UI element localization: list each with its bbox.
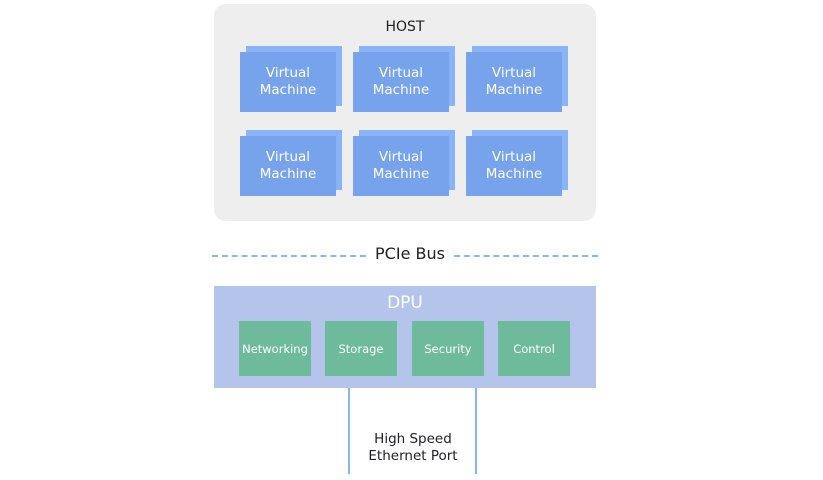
- vm-label-line2: Machine: [372, 166, 430, 182]
- virtual-machine: Virtual Machine: [353, 46, 455, 112]
- pcie-bus-line-right: [454, 255, 598, 257]
- vm-label-line2: Machine: [259, 166, 317, 182]
- vm-label-line2: Machine: [485, 166, 543, 182]
- vm-box: Virtual Machine: [240, 136, 336, 196]
- host-title: HOST: [385, 19, 425, 35]
- vm-box: Virtual Machine: [466, 52, 562, 112]
- pcie-bus-line-left: [212, 255, 366, 257]
- dpu-function-storage: Storage: [325, 321, 397, 376]
- vm-label-line1: Virtual: [378, 65, 424, 81]
- vm-label-line1: Virtual: [378, 149, 424, 165]
- port-label-line2: Ethernet Port: [368, 448, 458, 464]
- vm-label-line1: Virtual: [265, 65, 311, 81]
- virtual-machine: Virtual Machine: [466, 46, 568, 112]
- vm-label-line1: Virtual: [491, 149, 537, 165]
- ethernet-port-label: High Speed Ethernet Port: [352, 431, 474, 465]
- port-connector-left: [348, 388, 350, 474]
- vm-label-line2: Machine: [259, 82, 317, 98]
- virtual-machine: Virtual Machine: [353, 130, 455, 196]
- dpu-title: DPU: [387, 293, 423, 313]
- dpu-container: DPU Networking Storage Security Control: [214, 286, 596, 388]
- port-connector-right: [475, 388, 477, 474]
- vm-box: Virtual Machine: [240, 52, 336, 112]
- virtual-machine: Virtual Machine: [240, 130, 342, 196]
- dpu-function-control: Control: [498, 321, 570, 376]
- dpu-function-security: Security: [412, 321, 484, 376]
- vm-box: Virtual Machine: [353, 136, 449, 196]
- vm-label-line1: Virtual: [491, 65, 537, 81]
- port-label-line1: High Speed: [374, 431, 452, 447]
- vm-box: Virtual Machine: [466, 136, 562, 196]
- vm-label-line2: Machine: [485, 82, 543, 98]
- dpu-function-networking: Networking: [239, 321, 311, 376]
- vm-label-line1: Virtual: [265, 149, 311, 165]
- pcie-bus-label: PCIe Bus: [375, 244, 445, 263]
- host-container: HOST Virtual Machine Virtual Machine Vir…: [214, 4, 596, 221]
- virtual-machine: Virtual Machine: [240, 46, 342, 112]
- virtual-machine: Virtual Machine: [466, 130, 568, 196]
- vm-label-line2: Machine: [372, 82, 430, 98]
- vm-box: Virtual Machine: [353, 52, 449, 112]
